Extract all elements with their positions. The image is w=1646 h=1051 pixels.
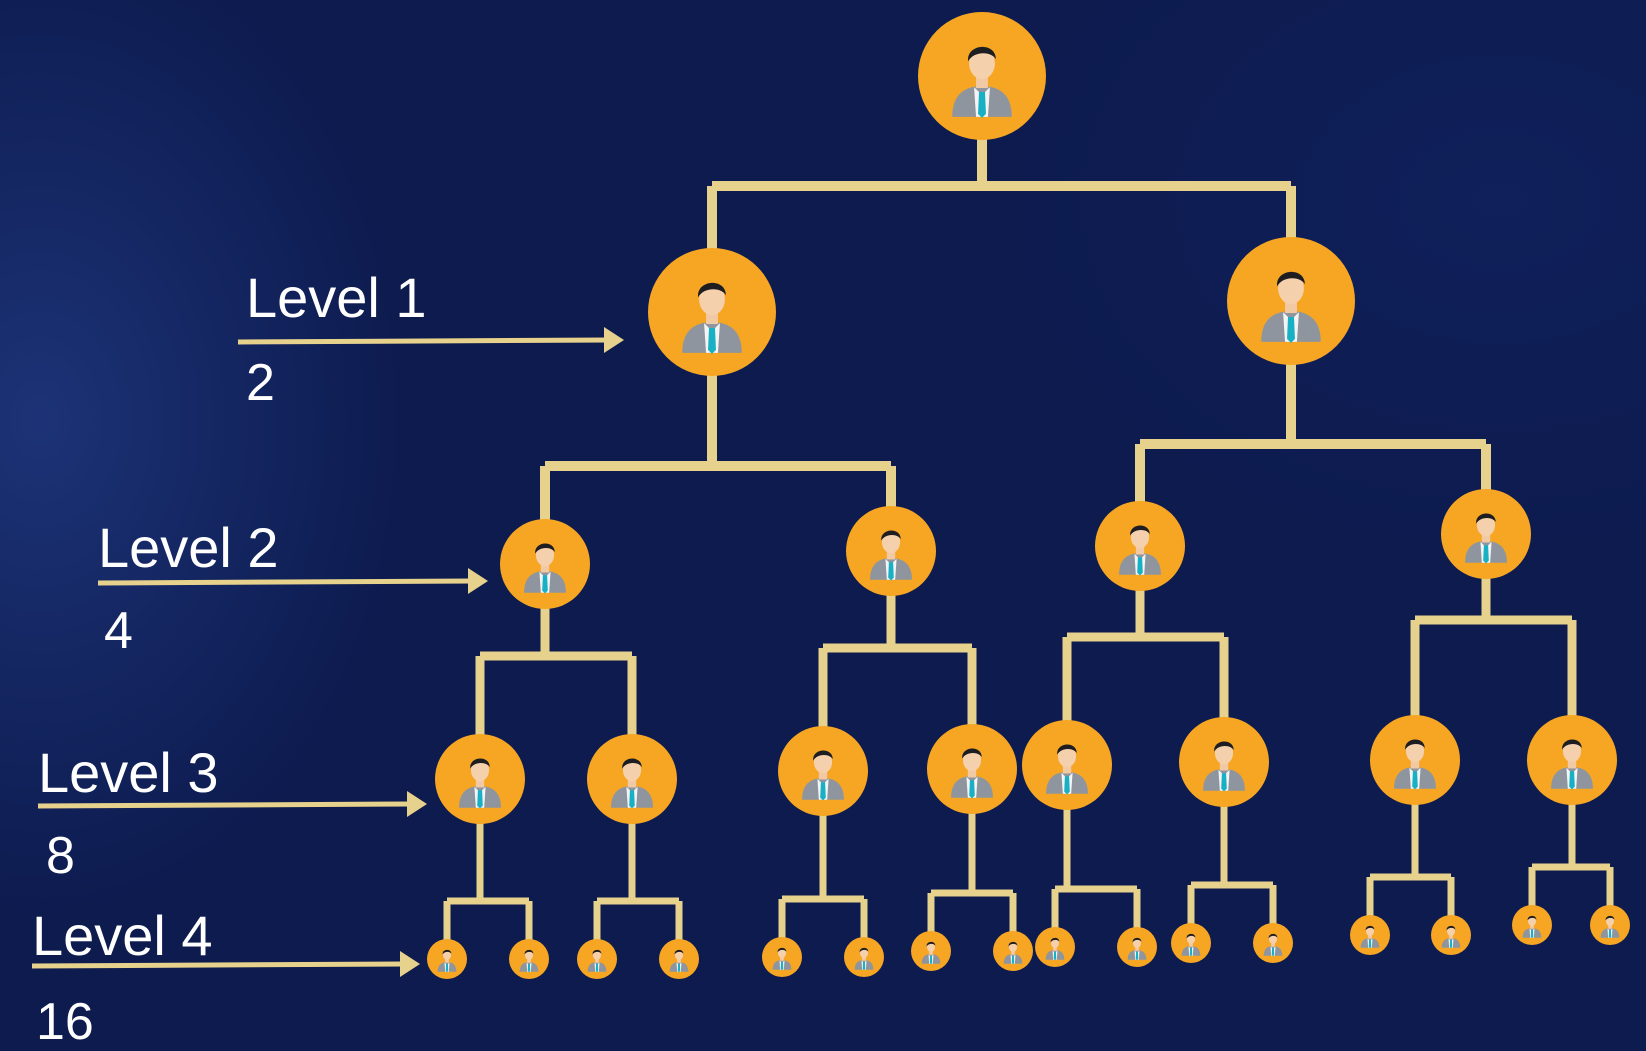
level-4-node — [1253, 923, 1293, 963]
level-4-node — [762, 937, 802, 977]
level-4-node — [659, 939, 699, 979]
level-arrows — [31, 327, 624, 977]
level-3-node — [435, 734, 525, 824]
tree-nodes — [427, 12, 1630, 979]
level-4-node — [1035, 927, 1075, 967]
level-4-node — [509, 939, 549, 979]
level-3-arrow — [37, 791, 427, 817]
level-4-node — [1171, 923, 1211, 963]
level-1-label: Level 1 — [246, 266, 427, 329]
level-3-node — [587, 734, 677, 824]
level-2-arrow — [97, 568, 488, 594]
level-4-node — [1431, 915, 1471, 955]
level-3-label: Level 3 — [38, 741, 219, 804]
level-4-arrow — [31, 951, 420, 977]
level-2-label: Level 2 — [98, 516, 279, 579]
level-4-node — [577, 939, 617, 979]
level-4-node — [1350, 915, 1390, 955]
level-4-node — [911, 931, 951, 971]
level-2-node — [500, 519, 590, 609]
level-2-node — [1441, 489, 1531, 579]
level-3-count: 8 — [46, 827, 75, 885]
level-4-node — [1117, 927, 1157, 967]
level-3-node — [927, 724, 1017, 814]
level-2-node — [846, 506, 936, 596]
level-4-node — [1512, 905, 1552, 945]
level-4-node — [844, 937, 884, 977]
connector-lines — [443, 138, 1614, 941]
level-4-node — [427, 939, 467, 979]
level-4-label: Level 4 — [32, 904, 213, 967]
level-2-count: 4 — [104, 602, 133, 660]
level-3-node — [778, 726, 868, 816]
level-1-count: 2 — [246, 354, 275, 412]
level-2-node — [1095, 501, 1185, 591]
level-4-node — [993, 931, 1033, 971]
level-1-node — [648, 248, 776, 376]
level-1-node — [1227, 237, 1355, 365]
level-1-arrow — [237, 327, 624, 353]
level-4-count: 16 — [36, 993, 94, 1051]
level-3-node — [1370, 715, 1460, 805]
level-3-node — [1179, 717, 1269, 807]
root-node — [918, 12, 1046, 140]
level-4-node — [1590, 905, 1630, 945]
level-3-node — [1527, 715, 1617, 805]
level-3-node — [1022, 720, 1112, 810]
